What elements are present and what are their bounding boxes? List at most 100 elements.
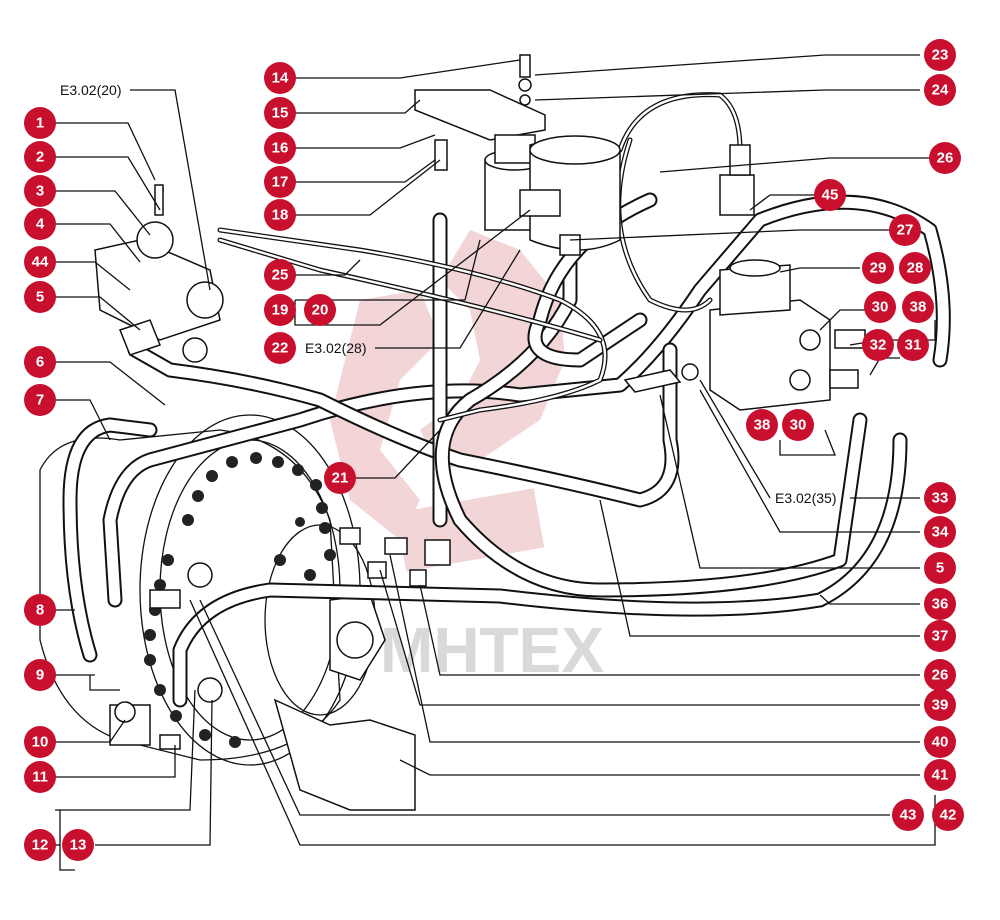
callout-7: 7 xyxy=(24,384,56,416)
callout-26-bottom: 26 xyxy=(924,659,956,691)
svg-text:42: 42 xyxy=(940,807,957,824)
svg-text:5: 5 xyxy=(36,289,44,306)
callout-33: 33 xyxy=(924,482,956,514)
callout-5-right: 5 xyxy=(924,552,956,584)
svg-text:10: 10 xyxy=(32,734,49,751)
svg-text:22: 22 xyxy=(272,340,289,357)
svg-text:43: 43 xyxy=(900,807,917,824)
callout-27: 27 xyxy=(889,214,921,246)
svg-text:34: 34 xyxy=(932,524,949,541)
callout-13: 13 xyxy=(62,829,94,861)
svg-text:33: 33 xyxy=(932,490,949,507)
callout-14: 14 xyxy=(264,62,296,94)
callout-19: 19 xyxy=(264,294,296,326)
callout-37: 37 xyxy=(924,620,956,652)
svg-text:41: 41 xyxy=(932,767,949,784)
callout-badges: 1 2 3 4 44 5 6 7 8 9 10 11 12 13 14 15 1… xyxy=(24,39,964,861)
svg-text:45: 45 xyxy=(822,187,839,204)
callout-5: 5 xyxy=(24,281,56,313)
hydraulic-pump xyxy=(94,184,224,363)
svg-text:24: 24 xyxy=(932,82,949,99)
svg-text:38: 38 xyxy=(910,299,927,316)
svg-text:19: 19 xyxy=(272,302,289,319)
callout-40: 40 xyxy=(924,726,956,758)
callout-1: 1 xyxy=(24,107,56,139)
svg-text:18: 18 xyxy=(272,207,289,224)
callout-16: 16 xyxy=(264,132,296,164)
svg-text:40: 40 xyxy=(932,734,949,751)
callout-24: 24 xyxy=(924,74,956,106)
solenoid-valve-block xyxy=(623,144,866,411)
svg-text:21: 21 xyxy=(332,470,349,487)
svg-text:32: 32 xyxy=(870,337,887,354)
ref-e3-02-28: E3.02(28) xyxy=(305,340,366,356)
callout-38-mid: 38 xyxy=(746,409,778,441)
callout-6: 6 xyxy=(24,346,56,378)
callout-30-mid: 30 xyxy=(782,409,814,441)
callout-21: 21 xyxy=(324,462,356,494)
callout-9: 9 xyxy=(24,659,56,691)
svg-text:15: 15 xyxy=(272,105,289,122)
svg-text:11: 11 xyxy=(32,769,48,786)
callout-11: 11 xyxy=(24,761,56,793)
callout-44: 44 xyxy=(24,246,56,278)
callout-15: 15 xyxy=(264,97,296,129)
svg-text:44: 44 xyxy=(32,254,49,271)
svg-text:9: 9 xyxy=(36,667,44,684)
svg-text:20: 20 xyxy=(312,302,329,319)
callout-32: 32 xyxy=(862,329,894,361)
watermark-text: MHTEX xyxy=(380,614,604,686)
brake-valve-assembly xyxy=(414,54,621,256)
callout-39: 39 xyxy=(924,689,956,721)
callout-22: 22 xyxy=(264,332,296,364)
callout-4: 4 xyxy=(24,208,56,240)
callout-29: 29 xyxy=(862,252,894,284)
svg-text:14: 14 xyxy=(272,70,289,87)
flange-bolts xyxy=(144,452,336,748)
callout-28: 28 xyxy=(899,252,931,284)
svg-text:38: 38 xyxy=(754,417,771,434)
hydraulic-hoses xyxy=(62,192,951,708)
svg-text:30: 30 xyxy=(872,299,889,316)
callout-36: 36 xyxy=(924,588,956,620)
callout-8: 8 xyxy=(24,594,56,626)
svg-text:8: 8 xyxy=(36,602,44,619)
callout-42: 42 xyxy=(932,799,964,831)
svg-text:39: 39 xyxy=(932,697,949,714)
svg-text:26: 26 xyxy=(937,150,954,167)
callout-25: 25 xyxy=(264,259,296,291)
svg-text:6: 6 xyxy=(36,354,44,371)
svg-text:5: 5 xyxy=(936,560,944,577)
callout-23: 23 xyxy=(924,39,956,71)
svg-text:3: 3 xyxy=(36,183,44,200)
svg-text:7: 7 xyxy=(36,392,44,409)
svg-text:25: 25 xyxy=(272,267,289,284)
callout-20: 20 xyxy=(304,294,336,326)
ref-e3-02-20: E3.02(20) xyxy=(60,82,121,98)
callout-31: 31 xyxy=(897,329,929,361)
svg-text:13: 13 xyxy=(70,837,87,854)
reference-labels: E3.02(20) E3.02(28) E3.02(35) xyxy=(60,82,836,506)
callout-17: 17 xyxy=(264,166,296,198)
svg-text:27: 27 xyxy=(897,222,914,239)
callout-3: 3 xyxy=(24,175,56,207)
svg-text:12: 12 xyxy=(32,837,49,854)
svg-text:1: 1 xyxy=(36,115,44,132)
svg-text:31: 31 xyxy=(905,337,922,354)
callout-18: 18 xyxy=(264,199,296,231)
callout-45: 45 xyxy=(814,179,846,211)
svg-text:4: 4 xyxy=(36,216,45,233)
callout-38-top: 38 xyxy=(902,291,934,323)
callout-30-top: 30 xyxy=(864,291,896,323)
ref-e3-02-35: E3.02(35) xyxy=(775,490,836,506)
svg-text:26: 26 xyxy=(932,667,949,684)
callout-2: 2 xyxy=(24,141,56,173)
svg-text:23: 23 xyxy=(932,47,949,64)
callout-43: 43 xyxy=(892,799,924,831)
svg-text:37: 37 xyxy=(932,628,949,645)
svg-text:17: 17 xyxy=(272,174,289,191)
svg-text:30: 30 xyxy=(790,417,807,434)
svg-text:29: 29 xyxy=(870,260,887,277)
svg-text:28: 28 xyxy=(907,260,924,277)
